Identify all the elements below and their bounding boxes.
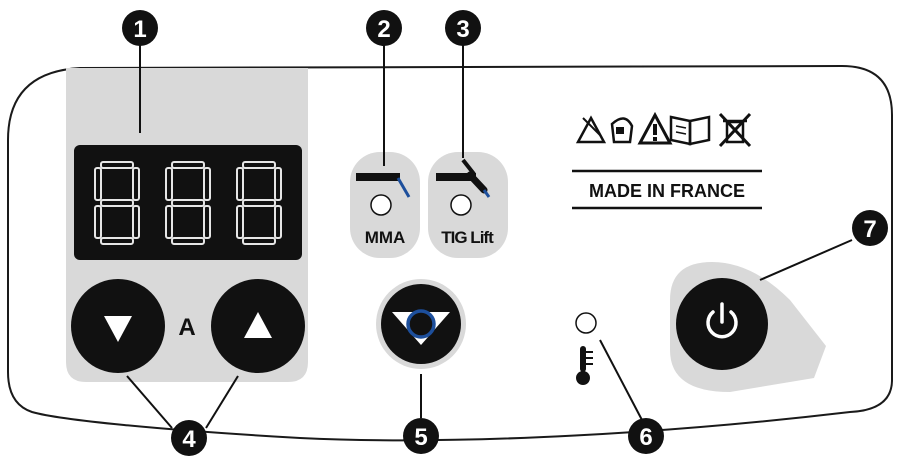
svg-text:7: 7 [863,216,876,243]
display-segment [236,205,244,239]
display-segment [132,205,140,239]
display-digits [94,161,282,245]
callout-2: 2 [366,10,402,46]
svg-text:3: 3 [456,16,469,43]
display-segment [165,167,173,201]
callout-7: 7 [852,210,888,246]
callout-3: 3 [445,10,481,46]
display-segment [236,167,244,201]
display-segment [171,161,205,169]
callout-5: 5 [403,418,439,454]
warning-triangle-icon [637,111,673,145]
display-segment [94,205,102,239]
mma-label: MMA [365,228,406,247]
display-segment [242,161,276,169]
display-segment [203,167,211,201]
display-segment [274,205,282,239]
svg-text:5: 5 [414,424,427,451]
electrode-holder-icon [356,173,411,198]
callout-6: 6 [628,418,664,454]
svg-text:4: 4 [182,426,196,453]
display-segment [242,199,276,207]
current-unit-label: A [178,314,195,341]
mma-indicator-led [370,194,392,216]
tig-indicator-led [450,194,472,216]
display-segment [274,167,282,201]
svg-text:2: 2 [377,16,390,43]
power-button[interactable] [676,278,768,370]
tig-torch-icon [436,158,491,198]
display-segment [171,237,205,245]
digital-display [74,145,302,260]
display-segment [132,167,140,201]
tig-label: TIG Lift [441,228,494,247]
callout-1: 1 [122,10,158,46]
display-digit [165,161,211,245]
display-segment [171,199,205,207]
triangle-up-icon [244,312,272,338]
thermal-indicator-led [575,312,597,334]
display-segment [94,167,102,201]
display-digit [94,161,140,245]
callout-4: 4 [171,420,207,456]
current-up-button[interactable] [211,279,305,373]
arc-rays-warning-icon [575,115,607,144]
no-household-disposal-icon [718,112,752,148]
welding-mask-icon [610,117,634,144]
callout-leader-lines [126,44,853,429]
power-icon [706,302,738,339]
read-manual-icon [669,115,711,146]
svg-text:1: 1 [133,16,146,43]
display-segment [100,237,134,245]
display-segment [203,205,211,239]
made-in-label: MADE IN FRANCE [589,181,745,201]
svg-text:6: 6 [639,424,652,451]
display-segment [165,205,173,239]
triangle-down-icon [104,316,132,342]
display-segment [100,161,134,169]
display-segment [100,199,134,207]
mode-select-button[interactable] [376,279,466,369]
thermometer-icon [576,346,593,385]
display-digit [236,161,282,245]
current-down-button[interactable] [71,279,165,373]
display-segment [242,237,276,245]
